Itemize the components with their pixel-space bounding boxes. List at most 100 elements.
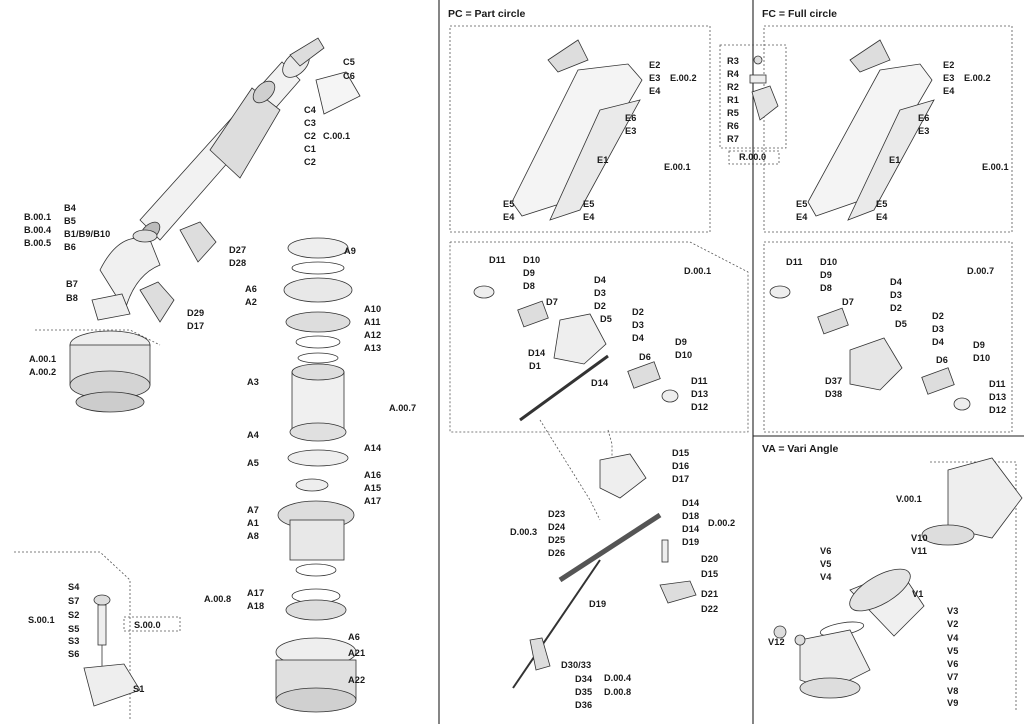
label-pd12: D12 — [691, 402, 709, 412]
ref-d-shaft: D.00.3 — [510, 527, 538, 537]
label-a17a: A17 — [364, 496, 382, 506]
label-a16: A16 — [364, 470, 382, 480]
label-pd9: D9 — [523, 268, 535, 278]
label-v6a: V6 — [820, 546, 832, 556]
label-v3: V3 — [947, 606, 959, 616]
label-v10: V10 — [911, 533, 928, 543]
ref-a-seal: A.00.8 — [204, 594, 232, 604]
label-pc-e2: E2 — [649, 60, 661, 70]
label-a22: A22 — [348, 675, 366, 685]
label-d24: D24 — [548, 522, 566, 532]
label-a4: A4 — [247, 430, 259, 440]
label-d26: D26 — [548, 548, 566, 558]
label-a14: A14 — [364, 443, 382, 453]
label-pd11: D11 — [489, 255, 506, 265]
label-d25: D25 — [548, 535, 566, 545]
pc-frame — [511, 39, 643, 221]
label-v7: V7 — [947, 672, 959, 682]
ref-pc-top: E.00.2 — [670, 73, 697, 83]
label-s4: S4 — [68, 582, 80, 592]
label-a3: A3 — [247, 377, 259, 387]
label-pd1: D1 — [529, 361, 541, 371]
label-s2: S2 — [68, 610, 80, 620]
label-v4b: V4 — [947, 633, 959, 643]
label-s7: S7 — [68, 596, 80, 606]
label-pc-e4r: E4 — [583, 212, 595, 222]
label-fd5: D5 — [895, 319, 907, 329]
label-fd9b: D9 — [973, 340, 985, 350]
label-pd7: D7 — [546, 297, 558, 307]
fc-frame-box — [763, 25, 1013, 233]
label-b7: B7 — [66, 279, 78, 289]
label-r1: R1 — [727, 95, 739, 105]
label-fd10b: D10 — [973, 353, 991, 363]
label-d14b: D14 — [682, 524, 700, 534]
label-fd11: D11 — [786, 257, 803, 267]
label-fc-e4r: E4 — [876, 212, 888, 222]
label-fc-e1: E1 — [889, 155, 901, 165]
label-b4: B4 — [64, 203, 76, 213]
label-pd5: D5 — [600, 314, 612, 324]
label-d17a: D17 — [187, 321, 205, 331]
ref-fc-frame: E.00.1 — [982, 162, 1009, 172]
label-pd14: D14 — [528, 348, 546, 358]
label-fc-e2: E2 — [943, 60, 955, 70]
fc-title: FC = Full circle — [762, 8, 837, 20]
label-pd2: D2 — [594, 301, 606, 311]
label-fd11b: D11 — [989, 379, 1006, 389]
label-a17b: A17 — [247, 588, 265, 598]
label-fc-e4: E4 — [943, 86, 955, 96]
ref-b3: B.00.5 — [24, 238, 52, 248]
label-v5a: V5 — [820, 559, 832, 569]
label-pd8: D8 — [523, 281, 535, 291]
label-d36: D36 — [575, 700, 593, 710]
label-pc-e5r: E5 — [583, 199, 595, 209]
label-v11: V11 — [911, 546, 928, 556]
label-c2a: C2 — [304, 131, 316, 141]
label-pd14b: D14 — [591, 378, 609, 388]
label-s3: S3 — [68, 636, 80, 646]
pc-drive-box — [449, 241, 749, 433]
label-a7: A7 — [247, 505, 259, 515]
label-a6a: A6 — [245, 284, 257, 294]
label-c5: C5 — [343, 57, 355, 67]
label-d19: D19 — [682, 537, 700, 547]
label-a18: A18 — [247, 601, 265, 611]
label-d28: D28 — [229, 258, 247, 268]
r-ref-box — [728, 150, 780, 165]
label-s6: S6 — [68, 649, 80, 659]
label-fd38: D38 — [825, 389, 843, 399]
label-pc-e6: E6 — [625, 113, 637, 123]
label-a5: A5 — [247, 458, 259, 468]
label-fc-e3: E3 — [943, 73, 955, 83]
pc-drive — [473, 285, 679, 422]
label-pc-e3b: E3 — [625, 126, 637, 136]
ref-d-arm: D.00.2 — [708, 518, 736, 528]
label-fd9: D9 — [820, 270, 832, 280]
label-a15: A15 — [364, 483, 382, 493]
label-fd6: D6 — [936, 355, 948, 365]
label-b1: B1/B9/B10 — [64, 229, 111, 239]
label-r3: R3 — [727, 56, 739, 66]
label-v8: V8 — [947, 686, 959, 696]
label-fc-e3b: E3 — [918, 126, 930, 136]
ref-s: S.00.1 — [28, 615, 55, 625]
ref-a-base: A.00.1 — [29, 354, 57, 364]
ref-pc-drive: D.00.1 — [684, 266, 712, 276]
ref-s-box: S.00.0 — [134, 620, 161, 630]
s-box — [14, 551, 131, 720]
label-pc-e4l: E4 — [503, 212, 515, 222]
label-d29: D29 — [187, 308, 205, 318]
label-d20: D20 — [701, 554, 719, 564]
label-d21: D21 — [701, 589, 719, 599]
label-fd4b: D4 — [932, 337, 944, 347]
label-r2: R2 — [727, 82, 739, 92]
ref-b1: B.00.1 — [24, 212, 52, 222]
label-v5b: V5 — [947, 646, 959, 656]
fc-drive-box — [763, 241, 1013, 433]
r-parts — [749, 55, 779, 121]
label-d35: D35 — [575, 687, 593, 697]
label-fd10: D10 — [820, 257, 838, 267]
label-pd10: D10 — [523, 255, 541, 265]
label-s5: S5 — [68, 624, 80, 634]
